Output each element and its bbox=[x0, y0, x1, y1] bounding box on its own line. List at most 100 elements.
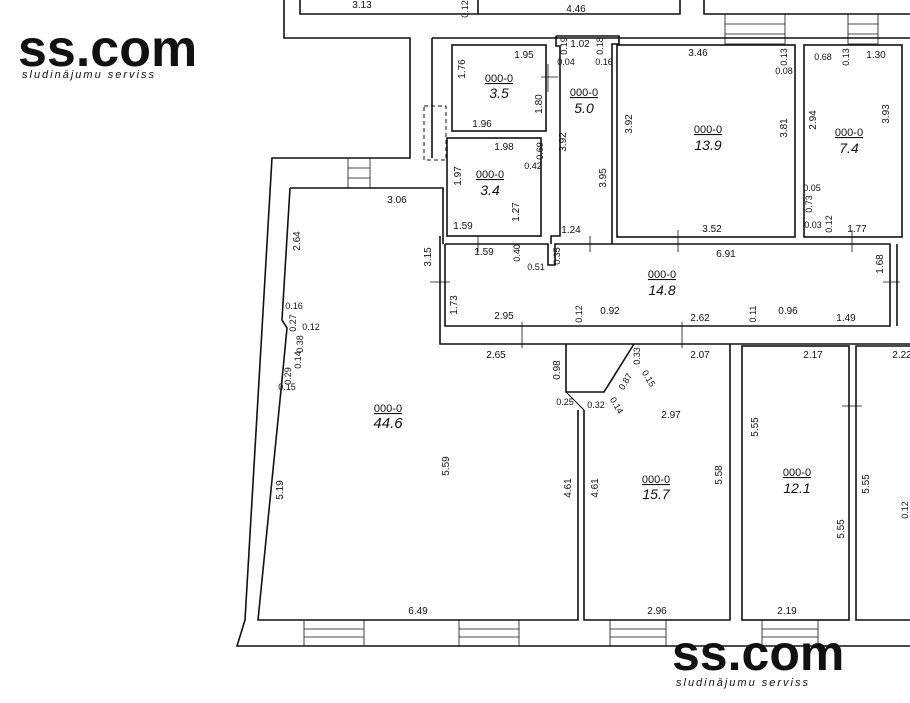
dimension-label: 2.64 bbox=[292, 231, 303, 251]
dimension-label: 1.59 bbox=[453, 221, 473, 232]
dimension-label: 1.30 bbox=[866, 50, 886, 61]
dimension-label: 5.58 bbox=[714, 465, 725, 485]
room-area-44-6: 44.6 bbox=[373, 415, 403, 432]
windows bbox=[303, 13, 900, 647]
watermark-brand-top: ss.com bbox=[18, 20, 197, 78]
dimension-label: 3.92 bbox=[558, 132, 569, 152]
room-code-5-0: 000-0 bbox=[570, 87, 598, 99]
dimension-label: 0.12 bbox=[460, 0, 470, 18]
room-code-14-8: 000-0 bbox=[648, 269, 676, 281]
dimension-label: 3.92 bbox=[624, 114, 635, 134]
dimension-label: 5.55 bbox=[750, 417, 761, 437]
dimension-label: 1.24 bbox=[561, 225, 581, 236]
room-code-7-4: 000-0 bbox=[835, 127, 863, 139]
dimension-label: 3.06 bbox=[387, 195, 407, 206]
dimension-label: 3.52 bbox=[702, 224, 722, 235]
dimension-label: 2.22 bbox=[892, 350, 910, 361]
dimension-label: 0.14 bbox=[293, 351, 303, 369]
room-code-3-4: 000-0 bbox=[476, 169, 504, 181]
room-area-5-0: 5.0 bbox=[574, 100, 594, 116]
dimension-label: 5.19 bbox=[275, 480, 286, 500]
room-area-15-7: 15.7 bbox=[642, 486, 670, 502]
dimension-label: 0.68 bbox=[814, 52, 832, 62]
dimension-label: 0.13 bbox=[841, 48, 851, 66]
dimension-label: 0.05 bbox=[803, 183, 821, 193]
room-area-12-1: 12.1 bbox=[783, 480, 810, 496]
dimension-label: 0.04 bbox=[557, 57, 575, 67]
dimension-label: 0.32 bbox=[587, 400, 605, 410]
watermark-bottom: ss.com sludinājumu serviss bbox=[672, 625, 844, 689]
dimension-label: 1.77 bbox=[847, 224, 867, 235]
dimension-label: 0.12 bbox=[302, 322, 320, 332]
dimension-label: 0.18 bbox=[595, 37, 605, 55]
dimension-label: 0.15 bbox=[640, 368, 657, 388]
dimension-label: 4.61 bbox=[563, 478, 574, 498]
dimension-label: 0.14 bbox=[608, 395, 625, 415]
dimension-label: 0.92 bbox=[600, 306, 620, 317]
dimension-label: 1.02 bbox=[570, 39, 590, 50]
dimension-label: 0.25 bbox=[556, 397, 574, 407]
watermark-brand-bottom: ss.com bbox=[672, 625, 844, 681]
dimension-label: 6.91 bbox=[716, 249, 736, 260]
dimension-label: 3.93 bbox=[881, 104, 892, 124]
dimension-label: 0.16 bbox=[595, 57, 613, 67]
watermark-tagline-top: sludinājumu serviss bbox=[22, 69, 156, 81]
dimension-label: 0.11 bbox=[748, 306, 758, 323]
dimension-label: 1.59 bbox=[474, 247, 494, 258]
dimension-label: 3.81 bbox=[779, 118, 790, 138]
dimension-label: 2.94 bbox=[808, 110, 819, 130]
dimension-label: 2.65 bbox=[486, 350, 506, 361]
dimension-label: 0.35 bbox=[552, 247, 562, 265]
dimension-label: 6.49 bbox=[408, 606, 428, 617]
room-labels: 000-0 44.6 000-0 3.5 000-0 5.0 000-0 3.4… bbox=[373, 73, 863, 502]
dimension-label: 0.40 bbox=[512, 244, 522, 262]
dimension-label: 1.98 bbox=[494, 142, 514, 153]
dimension-label: 4.46 bbox=[566, 4, 586, 15]
dimension-label: 1.80 bbox=[534, 94, 545, 114]
dimension-label: 1.73 bbox=[449, 295, 460, 315]
room-code-44-6: 000-0 bbox=[374, 403, 402, 415]
dimension-label: 0.51 bbox=[527, 262, 545, 272]
dimension-label: 0.87 bbox=[617, 371, 634, 391]
dimension-label: 0.16 bbox=[285, 301, 303, 311]
dimension-label: 0.73 bbox=[804, 195, 814, 213]
dimension-label: 1.27 bbox=[511, 202, 522, 222]
dimension-label: 3.13 bbox=[352, 0, 372, 11]
dimension-label: 3.46 bbox=[688, 48, 708, 59]
dimension-label: 0.12 bbox=[824, 215, 834, 233]
dimension-label: 2.95 bbox=[494, 311, 514, 322]
watermark-tagline-bottom: sludinājumu serviss bbox=[676, 677, 810, 689]
room-area-7-4: 7.4 bbox=[839, 140, 859, 156]
dimension-label: 5.59 bbox=[441, 456, 452, 476]
watermark-top: ss.com sludinājumu serviss bbox=[18, 20, 197, 81]
dimension-label: 1.76 bbox=[457, 59, 468, 79]
dimension-label: 1.68 bbox=[875, 254, 886, 274]
dimension-label: 5.55 bbox=[836, 519, 847, 539]
dimension-label: 0.19 bbox=[559, 37, 569, 55]
dimension-label: 0.12 bbox=[900, 501, 910, 519]
dimension-label: 3.15 bbox=[423, 247, 434, 267]
room-code-12-1: 000-0 bbox=[783, 467, 811, 479]
dimension-label: 0.33 bbox=[632, 347, 642, 365]
dimension-label: 2.62 bbox=[690, 313, 710, 324]
room-code-3-5: 000-0 bbox=[485, 73, 513, 85]
room-code-15-7: 000-0 bbox=[642, 474, 670, 486]
dimension-label: 0.03 bbox=[804, 220, 822, 230]
dimension-label: 0.29 bbox=[283, 367, 293, 385]
dimension-label: 0.12 bbox=[574, 305, 584, 323]
dimension-label: 5.55 bbox=[861, 474, 872, 494]
dimension-label: 1.95 bbox=[514, 50, 534, 61]
dimension-label: 2.97 bbox=[661, 410, 681, 421]
dimension-label: 2.17 bbox=[803, 350, 823, 361]
dimension-label: 0.13 bbox=[779, 48, 789, 66]
dimension-label: 0.15 bbox=[278, 382, 296, 392]
room-code-13-9: 000-0 bbox=[694, 124, 722, 136]
dimension-label: 2.07 bbox=[690, 350, 710, 361]
dimension-label: 2.96 bbox=[647, 606, 667, 617]
dimension-label: 0.38 bbox=[295, 335, 305, 353]
dimension-label: 3.95 bbox=[598, 168, 609, 188]
dimension-label: 2.19 bbox=[777, 606, 797, 617]
room-area-14-8: 14.8 bbox=[648, 282, 675, 298]
dimension-label: 0.08 bbox=[775, 66, 793, 76]
